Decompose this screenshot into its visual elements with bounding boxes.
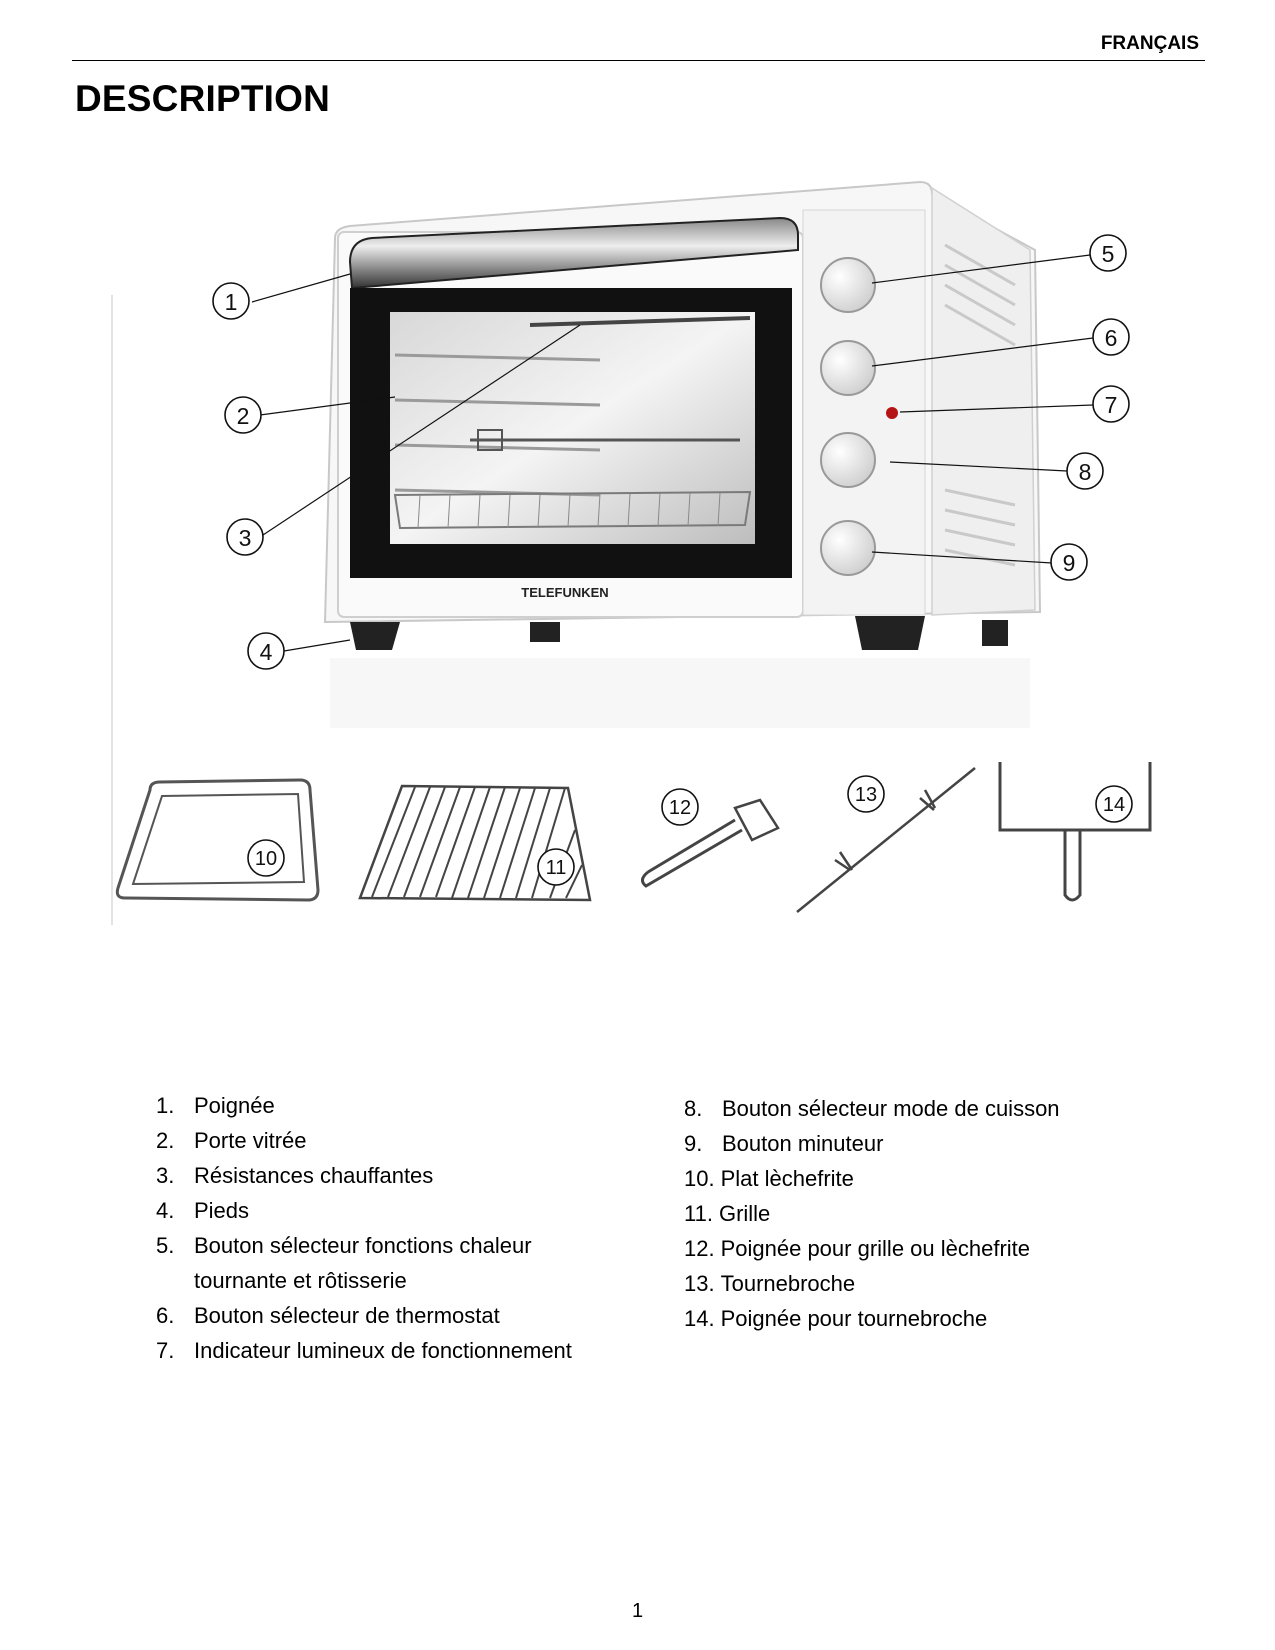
callout-1: 1 xyxy=(213,283,249,319)
svg-text:5: 5 xyxy=(1102,241,1115,267)
svg-text:4: 4 xyxy=(260,639,273,665)
part-label: Porte vitrée xyxy=(194,1123,307,1158)
svg-text:13: 13 xyxy=(855,784,877,806)
list-item: 14.Poignée pour tournebroche xyxy=(684,1301,1164,1336)
callout-2: 2 xyxy=(225,397,261,433)
part-label: Grille xyxy=(719,1196,770,1231)
callout-14: 14 xyxy=(1096,786,1132,822)
parts-list-right: 8.Bouton sélecteur mode de cuisson 9.Bou… xyxy=(684,1091,1164,1336)
callout-10: 10 xyxy=(248,840,284,876)
oven-illustration: TELEFUNKEN xyxy=(0,0,1275,950)
part-label: Pieds xyxy=(194,1193,249,1228)
list-item: 5.Bouton sélecteur fonctions chaleur tou… xyxy=(156,1228,626,1298)
part-label: Tournebroche xyxy=(721,1266,856,1301)
callout-8: 8 xyxy=(1067,453,1103,489)
knob-timer-icon xyxy=(821,521,875,575)
part-label: Bouton sélecteur fonctions chaleur tourn… xyxy=(194,1228,574,1298)
list-item: 8.Bouton sélecteur mode de cuisson xyxy=(684,1091,1164,1126)
callout-12: 12 xyxy=(662,789,698,825)
svg-text:10: 10 xyxy=(255,848,277,870)
rotisserie-spit-icon xyxy=(797,768,975,912)
callout-9: 9 xyxy=(1051,544,1087,580)
callout-4: 4 xyxy=(248,633,284,669)
callout-5: 5 xyxy=(1090,235,1126,271)
knob-mode-icon xyxy=(821,433,875,487)
part-label: Poignée pour tournebroche xyxy=(721,1301,988,1336)
list-item: 9.Bouton minuteur xyxy=(684,1126,1164,1161)
svg-text:11: 11 xyxy=(546,857,567,879)
brand-logo: TELEFUNKEN xyxy=(521,585,608,600)
part-label: Bouton minuteur xyxy=(722,1126,883,1161)
svg-text:1: 1 xyxy=(225,289,238,315)
list-item: 4.Pieds xyxy=(156,1193,626,1228)
svg-text:6: 6 xyxy=(1105,325,1118,351)
part-label: Indicateur lumineux de fonctionnement xyxy=(194,1333,572,1368)
part-label: Bouton sélecteur mode de cuisson xyxy=(722,1091,1060,1126)
callout-7: 7 xyxy=(1093,386,1129,422)
power-indicator-icon xyxy=(886,407,898,419)
page-number: 1 xyxy=(0,1600,1275,1623)
tray-icon xyxy=(117,780,318,900)
svg-text:2: 2 xyxy=(237,403,250,429)
list-item: 3.Résistances chauffantes xyxy=(156,1158,626,1193)
callout-13: 13 xyxy=(848,776,884,812)
knob-thermostat-icon xyxy=(821,341,875,395)
part-label: Plat lèchefrite xyxy=(721,1161,854,1196)
part-label: Poignée pour grille ou lèchefrite xyxy=(721,1231,1030,1266)
list-item: 13.Tournebroche xyxy=(684,1266,1164,1301)
part-label: Bouton sélecteur de thermostat xyxy=(194,1298,500,1333)
svg-text:14: 14 xyxy=(1103,794,1125,816)
part-label: Poignée xyxy=(194,1088,275,1123)
callout-3: 3 xyxy=(227,519,263,555)
knob-fonctions-icon xyxy=(821,258,875,312)
parts-list-left: 1.Poignée 2.Porte vitrée 3.Résistances c… xyxy=(156,1088,626,1368)
rotisserie-handle-icon xyxy=(1000,762,1150,900)
svg-text:3: 3 xyxy=(239,525,252,551)
callout-6: 6 xyxy=(1093,319,1129,355)
list-item: 7.Indicateur lumineux de fonctionnement xyxy=(156,1333,626,1368)
list-item: 2.Porte vitrée xyxy=(156,1123,626,1158)
list-item: 6.Bouton sélecteur de thermostat xyxy=(156,1298,626,1333)
list-item: 1.Poignée xyxy=(156,1088,626,1123)
oven-body: TELEFUNKEN xyxy=(325,182,1040,728)
list-item: 11.Grille xyxy=(684,1196,1164,1231)
list-item: 10.Plat lèchefrite xyxy=(684,1161,1164,1196)
list-item: 12.Poignée pour grille ou lèchefrite xyxy=(684,1231,1164,1266)
callout-11: 11 xyxy=(538,849,574,885)
svg-text:7: 7 xyxy=(1105,392,1118,418)
svg-text:12: 12 xyxy=(669,797,691,819)
part-label: Résistances chauffantes xyxy=(194,1158,433,1193)
svg-text:8: 8 xyxy=(1079,459,1092,485)
svg-text:9: 9 xyxy=(1063,550,1076,576)
